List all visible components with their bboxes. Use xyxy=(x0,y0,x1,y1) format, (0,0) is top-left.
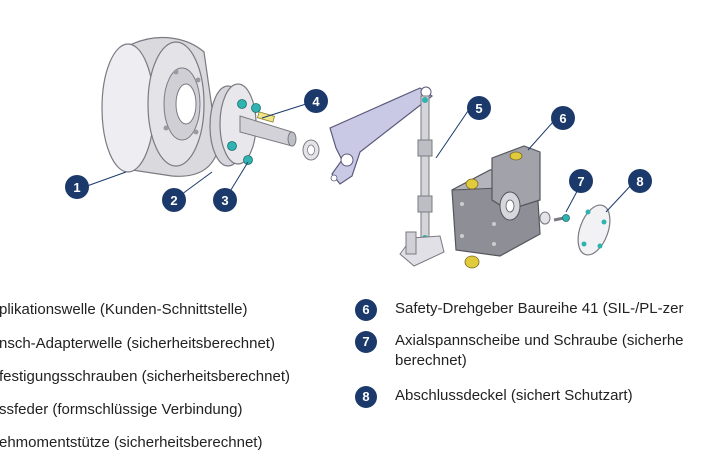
legend-badge: 6 xyxy=(355,299,377,321)
legend-text: Axialspannscheibe und Schraube (sicherhe xyxy=(395,331,684,351)
callout-badge-4: 4 xyxy=(304,89,328,113)
callout-number: 1 xyxy=(73,180,80,195)
legend-right-item-8: 8 Abschlussdeckel (sichert Schutzart) xyxy=(355,386,710,410)
legend-badge: 7 xyxy=(355,331,377,353)
legend-right-item-6: 6 Safety-Drehgeber Baureihe 41 (SIL-/PL-… xyxy=(355,299,710,323)
callout-number: 3 xyxy=(221,193,228,208)
callout-badge-6: 6 xyxy=(551,106,575,130)
callout-badge-1: 1 xyxy=(65,175,89,199)
callout-badge-8: 8 xyxy=(628,169,652,193)
application-shaft-part xyxy=(102,38,218,177)
callout-badge-5: 5 xyxy=(467,96,491,120)
callout-number: 6 xyxy=(559,111,566,126)
exploded-assembly-diagram: 1 2 3 4 5 6 7 8 xyxy=(0,0,710,280)
safety-encoder-part xyxy=(452,146,540,268)
legend-badge: 8 xyxy=(355,386,377,408)
callout-number: 4 xyxy=(312,94,320,109)
legend-text: Abschlussdeckel (sichert Schutzart) xyxy=(395,386,633,406)
callout-number: 7 xyxy=(577,174,584,189)
flange-adapter-shaft-part xyxy=(210,84,296,166)
torque-arm-part xyxy=(330,87,432,184)
callout-badge-2: 2 xyxy=(162,188,186,212)
callout-badge-7: 7 xyxy=(569,169,593,193)
torque-support-rod-part xyxy=(400,96,444,266)
legend-text: festigungsschrauben (sicherheitsberechne… xyxy=(0,367,290,387)
end-cover-part xyxy=(572,201,616,259)
legend-text-line-2: berechnet) xyxy=(395,351,467,371)
legend-text: ehmomentstütze (sicherheitsberechnet) xyxy=(0,433,262,453)
legend-text: plikationswelle (Kunden-Schnittstelle) xyxy=(0,300,247,320)
legend-right-item-7: 7 Axialspannscheibe und Schraube (sicher… xyxy=(355,331,710,375)
legend-text: ssfeder (formschlüssige Verbindung) xyxy=(0,400,242,420)
axial-washer-screw-part xyxy=(540,212,570,224)
key-washer-part xyxy=(303,140,319,160)
callout-number: 8 xyxy=(636,174,643,189)
callout-badge-3: 3 xyxy=(213,188,237,212)
callout-number: 5 xyxy=(475,101,482,116)
legend-text: nsch-Adapterwelle (sicherheitsberechnet) xyxy=(0,334,275,354)
callout-number: 2 xyxy=(170,193,177,208)
legend-text: Safety-Drehgeber Baureihe 41 (SIL-/PL-ze… xyxy=(395,299,683,319)
